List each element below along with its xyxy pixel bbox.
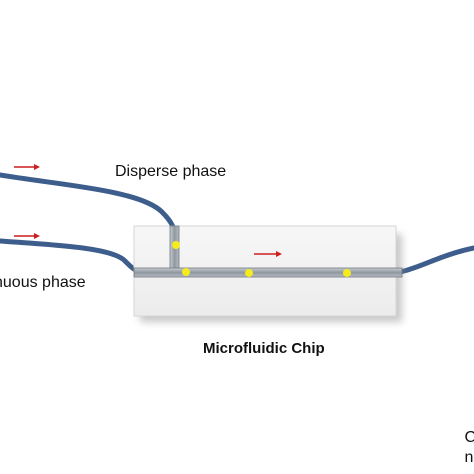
- droplet: [172, 241, 180, 249]
- droplet: [343, 269, 351, 277]
- droplet: [245, 269, 253, 277]
- disperse-phase-tubing: [0, 172, 177, 235]
- continuous-phase-label: tinuous phase: [0, 274, 86, 291]
- flow-arrow-icon: [14, 233, 40, 239]
- chip-label: Microfluidic Chip: [203, 340, 325, 357]
- droplet: [182, 268, 190, 276]
- disperse-channel: [169, 225, 180, 273]
- main-channel: [133, 267, 403, 278]
- outlet-tubing: [397, 245, 474, 275]
- flow-arrow-icon: [254, 251, 282, 257]
- disperse-phase-label: Disperse phase: [115, 163, 227, 180]
- flow-arrow-icon: [14, 164, 40, 170]
- edge-label: C n: [464, 428, 474, 468]
- continuous-phase-tubing: [0, 238, 141, 274]
- edge-label-line2: n: [464, 449, 474, 466]
- edge-label-line1: C: [464, 429, 474, 446]
